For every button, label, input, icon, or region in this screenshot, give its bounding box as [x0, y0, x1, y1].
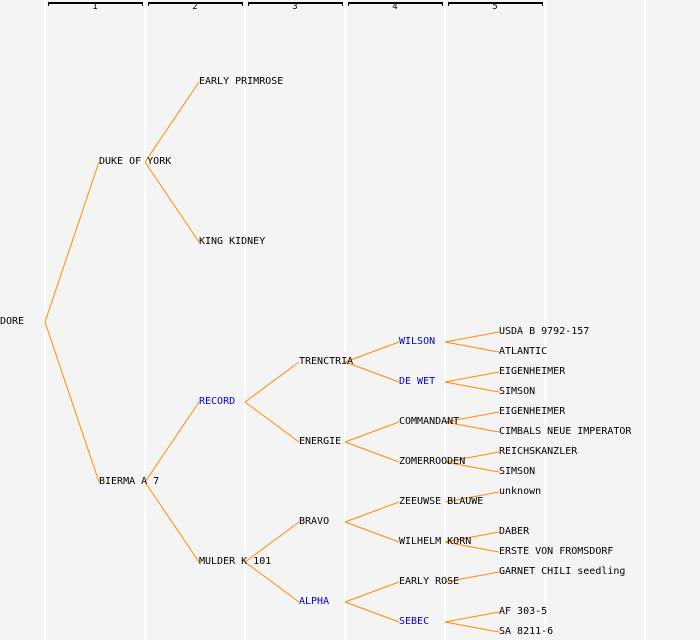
node-daber: DABER [499, 526, 530, 537]
node-unknown: unknown [499, 486, 542, 497]
node-reichs: REICHSKANZLER [499, 446, 578, 457]
edge-wilhelm-erste [444, 541, 500, 553]
edge-wilson-atlantic [444, 341, 500, 353]
node-erste: ERSTE VON FROMSDORF [499, 546, 614, 557]
edge-dore-duke [44, 161, 100, 323]
edge-zomerrooden-reichs [444, 451, 500, 463]
edge-bravo-wilhelm [344, 521, 400, 543]
edge-record-energie [244, 401, 300, 443]
node-dore: DORE [0, 316, 25, 327]
node-early_rose: EARLY ROSE [399, 576, 460, 587]
node-bravo: BRAVO [299, 516, 330, 527]
edge-alpha-sebec [344, 601, 400, 623]
edge-sebec-sa [444, 621, 500, 633]
node-eigen1: EIGENHEIMER [499, 366, 566, 377]
node-de_wet[interactable]: DE WET [399, 376, 436, 387]
column-divider [244, 0, 246, 640]
node-usda: USDA B 9792-157 [499, 326, 590, 337]
edge-trenctria-de_wet [344, 361, 400, 383]
node-record[interactable]: RECORD [199, 396, 236, 407]
node-sebec[interactable]: SEBEC [399, 616, 430, 627]
node-commandant: COMMANDANT [399, 416, 460, 427]
edge-bierma-mulder [144, 481, 200, 563]
edge-commandant-eigen2 [444, 411, 500, 423]
edge-sebec-af [444, 611, 500, 623]
generation-bracket [148, 2, 243, 6]
node-eigen2: EIGENHEIMER [499, 406, 566, 417]
generation-number: 2 [192, 2, 198, 12]
node-duke: DUKE OF YORK [99, 156, 172, 167]
node-wilson[interactable]: WILSON [399, 336, 436, 347]
generation-bracket [48, 2, 143, 6]
node-sa: SA 8211-6 [499, 626, 554, 637]
edge-wilson-usda [444, 331, 500, 343]
node-zomerrooden: ZOMERROODEN [399, 456, 466, 467]
edge-wilhelm-daber [444, 531, 500, 543]
node-simson2: SIMSON [499, 466, 536, 477]
edge-mulder-alpha [244, 561, 300, 603]
node-mulder: MULDER K 101 [199, 556, 272, 567]
edge-bravo-zeeuwse [344, 501, 400, 523]
node-wilhelm: WILHELM KORN [399, 536, 472, 547]
node-early_primrose: EARLY PRIMROSE [199, 76, 284, 87]
column-divider [544, 0, 546, 640]
edge-early_rose-garnet [444, 571, 500, 583]
edge-record-trenctria [244, 361, 300, 403]
edge-energie-commandant [344, 421, 400, 443]
node-alpha[interactable]: ALPHA [299, 596, 330, 607]
edge-alpha-early_rose [344, 581, 400, 603]
edge-trenctria-wilson [344, 341, 400, 363]
edge-dore-bierma [44, 321, 100, 483]
node-atlantic: ATLANTIC [499, 346, 548, 357]
node-zeeuwse: ZEEUWSE BLAUWE [399, 496, 484, 507]
generation-bracket [248, 2, 343, 6]
generation-number: 3 [292, 2, 298, 12]
edge-zomerrooden-simson2 [444, 461, 500, 473]
node-bierma: BIERMA A 7 [99, 476, 160, 487]
column-divider [344, 0, 346, 640]
edge-bierma-record [144, 401, 200, 483]
node-af: AF 303-5 [499, 606, 548, 617]
generation-number: 5 [492, 2, 498, 12]
node-trenctria: TRENCTRIA [299, 356, 354, 367]
edge-duke-early_primrose [144, 81, 200, 163]
node-cimbals: CIMBALS NEUE IMPERATOR [499, 426, 632, 437]
node-garnet: GARNET CHILI seedling [499, 566, 626, 577]
edge-energie-zomerrooden [344, 441, 400, 463]
node-simson1: SIMSON [499, 386, 536, 397]
edge-de_wet-eigen1 [444, 371, 500, 383]
node-energie: ENERGIE [299, 436, 342, 447]
column-divider [444, 0, 446, 640]
generation-number: 4 [392, 2, 398, 12]
generation-number: 1 [92, 2, 98, 12]
column-divider [144, 0, 146, 640]
edge-duke-king_kidney [144, 161, 200, 243]
edge-commandant-cimbals [444, 421, 500, 433]
edge-de_wet-simson1 [444, 381, 500, 393]
edge-mulder-bravo [244, 521, 300, 563]
column-divider [44, 0, 46, 640]
column-divider [644, 0, 646, 640]
node-king_kidney: KING KIDNEY [199, 236, 266, 247]
generation-bracket [448, 2, 543, 6]
edge-zeeuwse-unknown [444, 491, 500, 503]
generation-bracket [348, 2, 443, 6]
